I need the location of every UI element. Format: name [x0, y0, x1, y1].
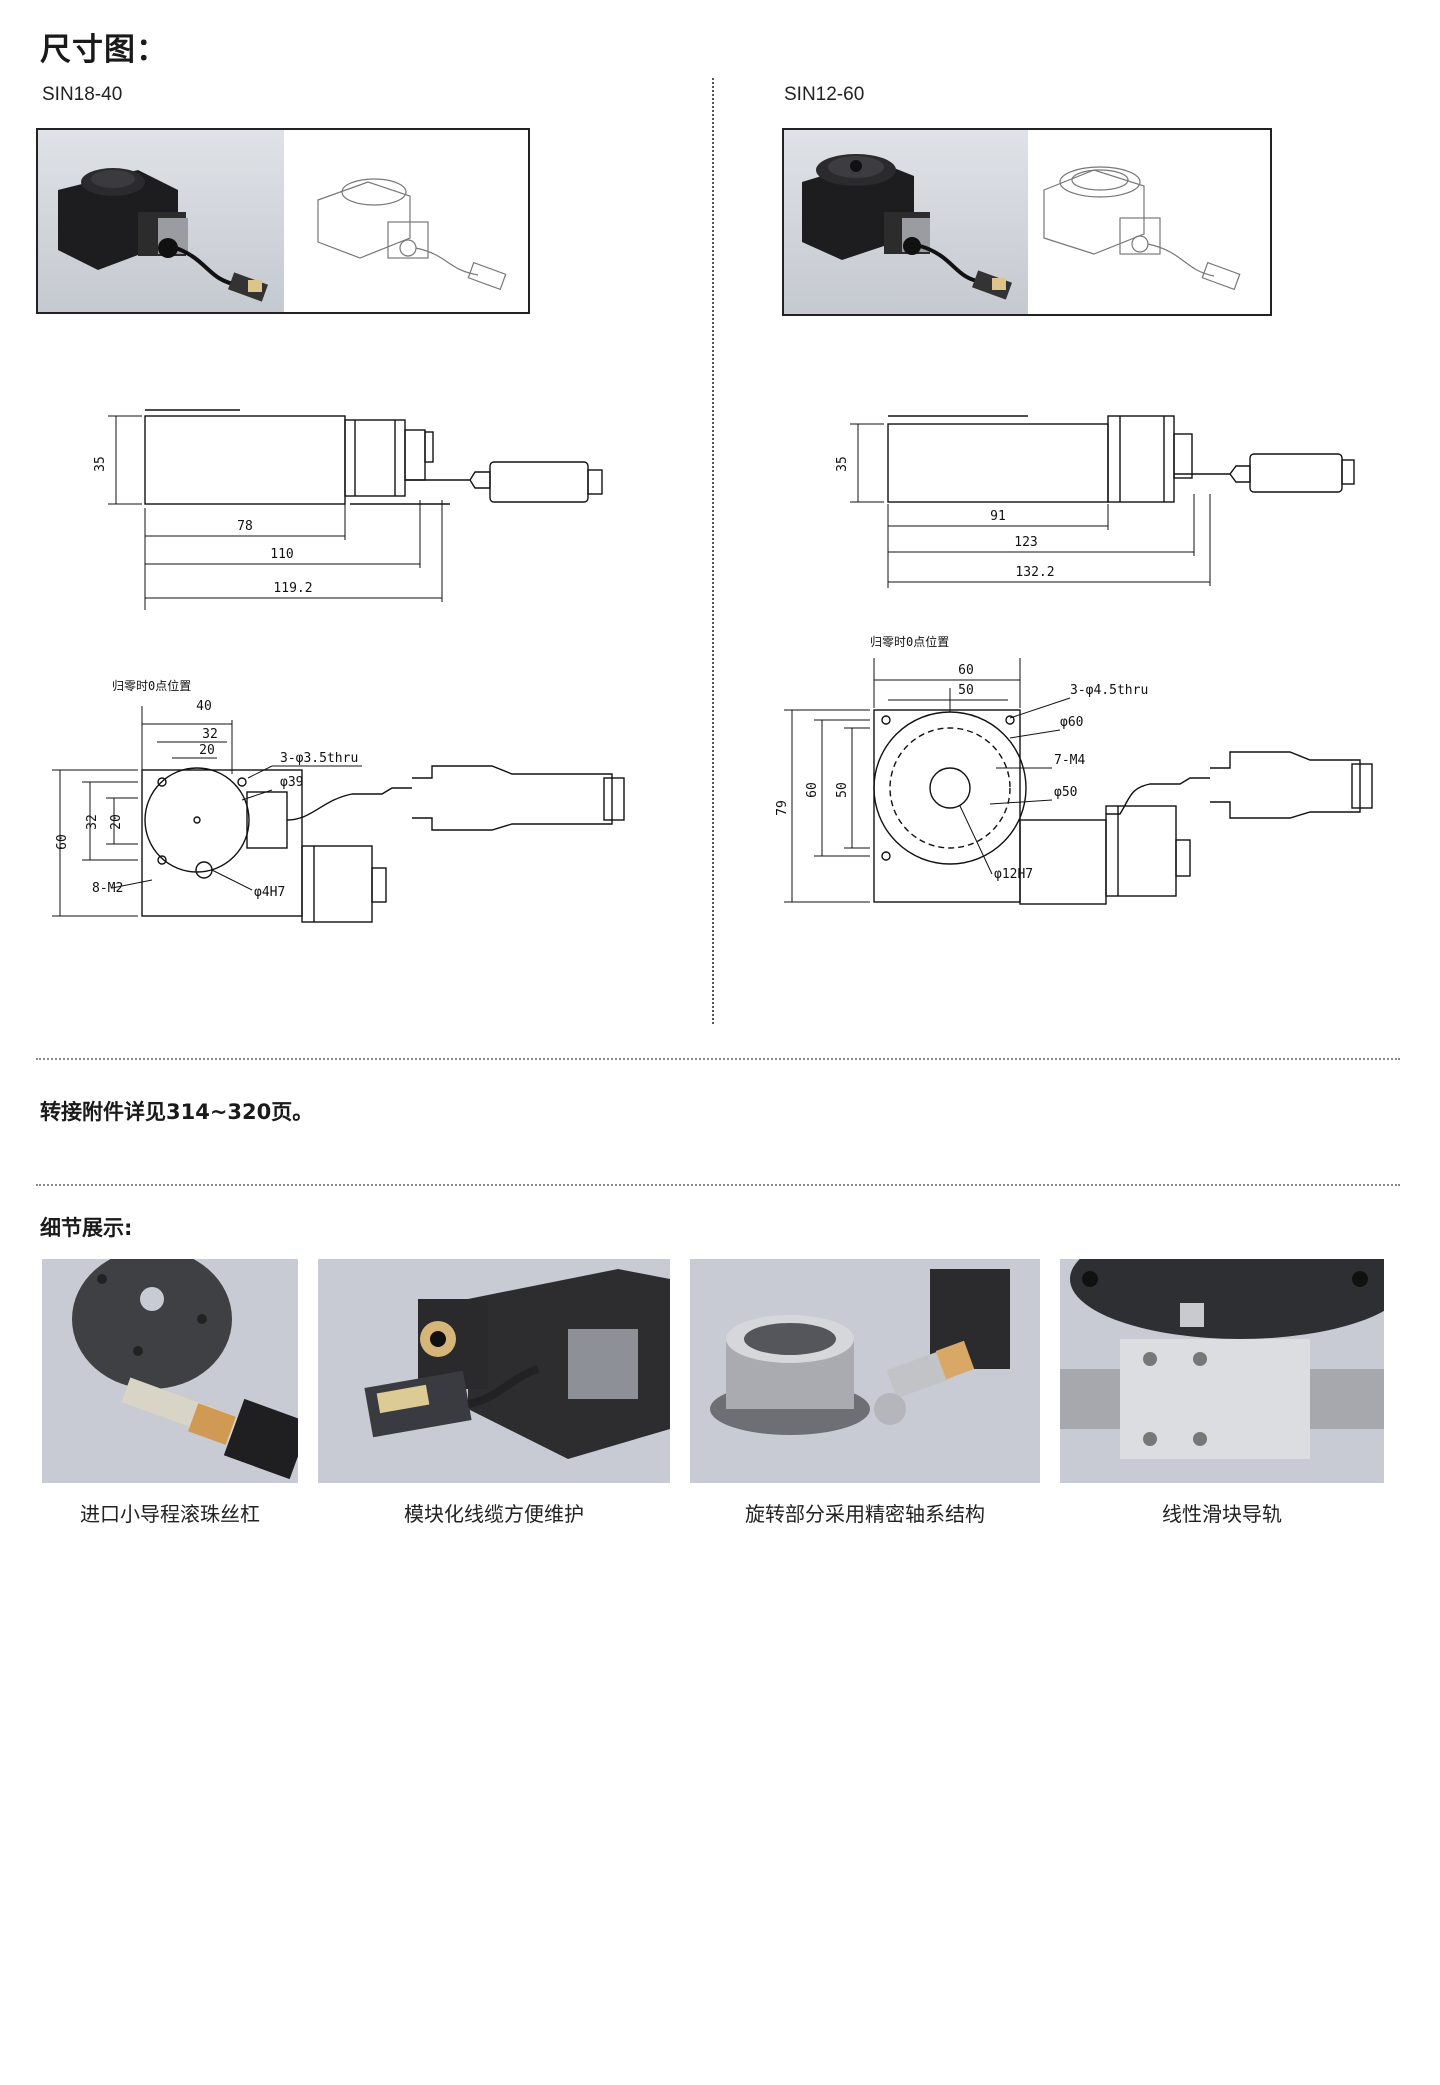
center-hole-label: φ12H7: [994, 867, 1033, 882]
model-label-left: SIN18-40: [42, 84, 123, 105]
zero-position-label: 归零时0点位置: [112, 678, 191, 693]
top-view-drawing-right: 归零时0点位置 60 50 79 60 50 3-φ4.5thru φ60 7-…: [770, 628, 1410, 928]
accessory-note: 转接附件详见314~320页。: [40, 1100, 314, 1124]
detail-image-cable: [318, 1259, 670, 1483]
column-divider: [712, 78, 714, 1024]
tap-label: 8-M2: [92, 881, 123, 896]
dim-d1: 91: [990, 509, 1006, 524]
dim-w3: 20: [199, 743, 215, 758]
holes-label: 3-φ4.5thru: [1070, 683, 1148, 698]
detail-caption: 旋转部分采用精密轴系结构: [745, 1502, 985, 1526]
side-view-drawing-left: 35 78 110 119.2: [90, 400, 650, 620]
dim-height: 35: [835, 456, 850, 472]
dim-d3: 132.2: [1015, 565, 1054, 580]
dim-d2: 123: [1014, 535, 1037, 550]
model-label-right: SIN12-60: [784, 84, 865, 105]
dim-d1: 78: [237, 519, 253, 534]
holes-label: 3-φ3.5thru: [280, 751, 358, 766]
top-view-drawing-left: 归零时0点位置 40 32 20 60 32 20 3-φ3.5thru φ39…: [52, 670, 692, 950]
dim-w2: 50: [958, 683, 974, 698]
dim-h1: 60: [55, 834, 70, 850]
zero-position-label: 归零时0点位置: [870, 634, 949, 649]
detail-caption: 模块化线缆方便维护: [404, 1502, 584, 1526]
detail-image-linear-guide: [1060, 1259, 1384, 1483]
tap-label: 7-M4: [1054, 753, 1085, 768]
page-title: 尺寸图：: [40, 32, 168, 68]
detail-image-ball-screw: [42, 1259, 298, 1483]
dim-d2: 110: [270, 547, 293, 562]
detail-caption: 线性滑块导轨: [1162, 1502, 1282, 1526]
dim-d3: 119.2: [273, 581, 312, 596]
dim-w2: 32: [202, 727, 218, 742]
detail-image-bearing: [690, 1259, 1040, 1483]
details-title: 细节展示:: [40, 1216, 133, 1240]
side-view-drawing-right: 35 91 123 132.2: [830, 400, 1390, 620]
dim-h2: 60: [805, 782, 820, 798]
diameter-label: φ39: [280, 775, 303, 790]
product-photo-left: [36, 128, 530, 314]
section-separator: [36, 1184, 1400, 1186]
dim-h2: 32: [85, 814, 100, 830]
dim-h3: 20: [109, 814, 124, 830]
section-separator: [36, 1058, 1400, 1060]
dim-height: 35: [93, 456, 108, 472]
diameter-60-label: φ60: [1060, 715, 1083, 730]
dim-w1: 60: [958, 663, 974, 678]
product-photo-right: [782, 128, 1272, 316]
dim-w1: 40: [196, 699, 212, 714]
detail-caption: 进口小导程滚珠丝杠: [80, 1502, 260, 1526]
center-hole-label: φ4H7: [254, 885, 285, 900]
diameter-50-label: φ50: [1054, 785, 1077, 800]
dim-h3: 50: [835, 782, 850, 798]
dim-h1: 79: [775, 800, 790, 816]
